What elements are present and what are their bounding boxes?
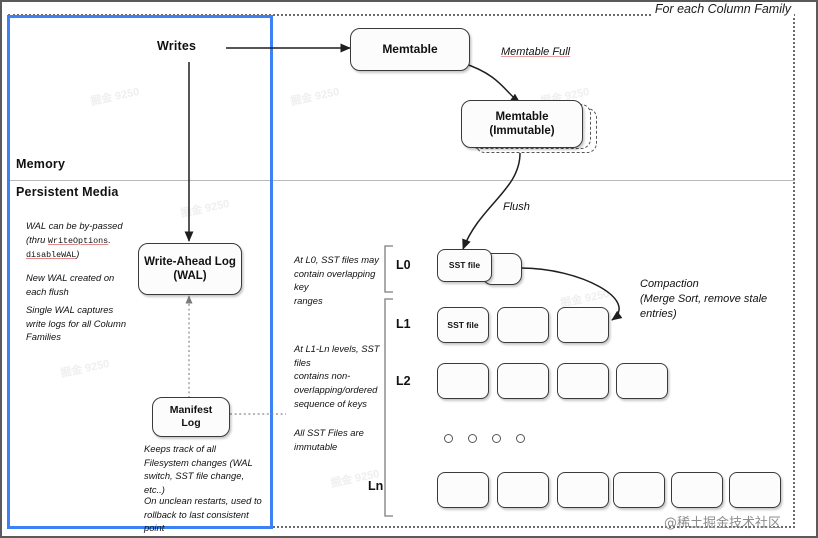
wal-bypass-line3: disableWAL) bbox=[26, 247, 156, 261]
annotation-manifest-tracks: Keeps track of all Filesystem changes (W… bbox=[144, 442, 294, 497]
manifest-rollback-line2: rollback to last consistent bbox=[144, 508, 249, 520]
flush-edge-label: Flush bbox=[503, 201, 530, 213]
ellipsis-dot-3 bbox=[492, 434, 501, 443]
compaction-label-line1: Compaction bbox=[640, 278, 699, 290]
site-watermark: @稀土掘金技术社区 bbox=[664, 516, 782, 531]
compaction-edge-label: Compaction (Merge Sort, remove stale ent… bbox=[640, 277, 767, 322]
compaction-label-line2: (Merge Sort, remove stale bbox=[640, 292, 768, 305]
l0-desc-line1: At L0, SST files may bbox=[294, 254, 379, 265]
manifest-tracks-line2: Filesystem changes (WAL bbox=[144, 456, 253, 468]
sst-file-ln-1[interactable] bbox=[497, 472, 549, 508]
level-label-ln: Ln bbox=[368, 479, 384, 493]
memtable-node[interactable]: Memtable bbox=[350, 28, 470, 71]
manifest-tracks-line3: switch, SST file change, bbox=[144, 470, 245, 482]
l1n-desc-line4: sequence of keys bbox=[294, 397, 367, 409]
single-wal-line2: write logs for all Column bbox=[26, 317, 127, 329]
l0-desc-line3: ranges bbox=[294, 294, 323, 306]
sst-file-l1-2[interactable] bbox=[557, 307, 609, 343]
l1n-desc-line3: overlapping/ordered bbox=[294, 383, 378, 395]
sst-file-ln-4[interactable] bbox=[671, 472, 723, 508]
ellipsis-dot-2 bbox=[468, 434, 477, 443]
new-wal-line2: each flush bbox=[26, 285, 69, 297]
sst-file-l0[interactable]: SST file bbox=[437, 249, 492, 282]
sst-file-l0-label: SST file bbox=[448, 260, 481, 271]
sst-file-l1-0[interactable]: SST file bbox=[437, 307, 489, 343]
wal-bypass-line1: WAL can be by-passed bbox=[26, 220, 123, 231]
single-wal-line1: Single WAL captures bbox=[26, 304, 114, 315]
new-wal-line1: New WAL created on bbox=[26, 272, 115, 283]
annotation-immutable-desc: All SST Files are immutable bbox=[294, 426, 386, 453]
ellipsis-dot-4 bbox=[516, 434, 525, 443]
wal-bypass-dot: . bbox=[108, 233, 111, 245]
memtable-full-edge-label: Memtable Full bbox=[501, 46, 571, 58]
wal-label-line1: Write-Ahead Log bbox=[144, 255, 236, 268]
annotation-single-wal: Single WAL captures write logs for all C… bbox=[26, 303, 158, 344]
manifest-tracks-line4: etc..) bbox=[144, 483, 165, 495]
sst-file-l2-3[interactable] bbox=[616, 363, 668, 399]
manifest-log-label-line2: Log bbox=[181, 417, 201, 429]
wal-node[interactable]: Write-Ahead Log (WAL) bbox=[138, 243, 242, 295]
highlight-region bbox=[7, 15, 273, 529]
disable-wal-code: disableWAL bbox=[26, 249, 77, 260]
memtable-immutable-node[interactable]: Memtable (Immutable) bbox=[461, 100, 583, 148]
l0-desc-line2: contain overlapping key bbox=[294, 267, 376, 293]
immutable-desc-line2: immutable bbox=[294, 440, 338, 452]
memory-zone-label: Memory bbox=[16, 157, 66, 171]
sst-file-ln-3[interactable] bbox=[613, 472, 665, 508]
sst-file-l2-0[interactable] bbox=[437, 363, 489, 399]
ellipsis-dot-1 bbox=[444, 434, 453, 443]
wal-bypass-line2: (thru WriteOptions. bbox=[26, 233, 156, 247]
sst-file-l1-0-label: SST file bbox=[447, 319, 479, 330]
writes-label: Writes bbox=[157, 39, 197, 53]
l1n-desc-line1: At L1-Ln levels, SST files bbox=[294, 343, 380, 368]
memtable-immutable-label-line1: Memtable bbox=[495, 110, 549, 123]
level-label-l0: L0 bbox=[396, 258, 411, 272]
single-wal-line3: Families bbox=[26, 331, 61, 343]
manifest-log-node[interactable]: Manifest Log bbox=[152, 397, 230, 437]
level-label-l1: L1 bbox=[396, 317, 411, 331]
annotation-l0-desc: At L0, SST files may contain overlapping… bbox=[294, 253, 386, 308]
sst-file-ln-5[interactable] bbox=[729, 472, 781, 508]
level-label-l2: L2 bbox=[396, 374, 411, 388]
sst-file-ln-0[interactable] bbox=[437, 472, 489, 508]
memtable-immutable-label-line2: (Immutable) bbox=[489, 125, 555, 137]
annotation-l1n-desc: At L1-Ln levels, SST files contains non-… bbox=[294, 342, 386, 410]
sst-file-l2-2[interactable] bbox=[557, 363, 609, 399]
memory-persistent-divider bbox=[8, 180, 795, 181]
l1n-desc-line2: contains non- bbox=[294, 370, 351, 382]
memtable-node-label: Memtable bbox=[382, 42, 438, 56]
manifest-log-label-line1: Manifest bbox=[169, 403, 213, 416]
annotation-new-wal: New WAL created on each flush bbox=[26, 271, 156, 298]
compaction-label-line3: entries) bbox=[640, 307, 677, 320]
annotation-wal-bypass: WAL can be by-passed (thru WriteOptions.… bbox=[26, 219, 156, 261]
column-family-label: For each Column Family bbox=[651, 2, 794, 16]
manifest-rollback-line3: point bbox=[144, 522, 165, 534]
manifest-rollback-line1: On unclean restarts, used to bbox=[144, 495, 262, 506]
write-options-code: WriteOptions bbox=[47, 235, 109, 246]
persistent-media-zone-label: Persistent Media bbox=[16, 185, 119, 199]
wal-bypass-close: ) bbox=[76, 247, 80, 259]
sst-file-ln-2[interactable] bbox=[557, 472, 609, 508]
wal-bypass-prefix: (thru bbox=[26, 233, 48, 245]
annotation-manifest-rollback: On unclean restarts, used to rollback to… bbox=[144, 494, 296, 535]
manifest-tracks-line1: Keeps track of all bbox=[144, 443, 216, 454]
immutable-desc-line1: All SST Files are bbox=[294, 427, 364, 438]
wal-label-line2: (WAL) bbox=[173, 270, 207, 282]
sst-file-l1-1[interactable] bbox=[497, 307, 549, 343]
sst-file-l2-1[interactable] bbox=[497, 363, 549, 399]
